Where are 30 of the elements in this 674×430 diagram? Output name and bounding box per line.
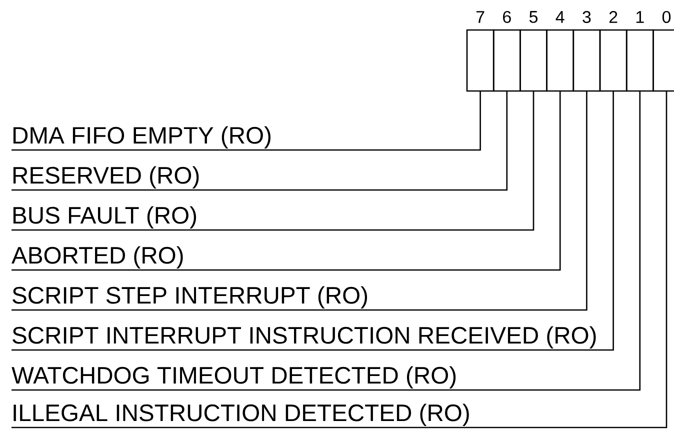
leader-line <box>12 91 561 271</box>
register-cell <box>492 29 521 92</box>
field-label: ILLEGAL INSTRUCTION DETECTED (RO) <box>14 404 469 426</box>
register-cell <box>546 29 574 92</box>
field-label: DMA FIFO EMPTY (RO) <box>13 126 270 148</box>
register-cell <box>626 29 654 92</box>
register-cell <box>599 29 628 92</box>
register-cell <box>572 29 601 92</box>
leader-line <box>12 91 508 191</box>
bit-number: 3 <box>582 10 591 24</box>
field-label: RESERVED (RO) <box>13 166 199 188</box>
leader-line <box>12 91 614 351</box>
field-label: SCRIPT INTERRUPT INSTRUCTION RECEIVED (RO) <box>12 326 596 348</box>
leader-line <box>12 91 534 231</box>
bit-number: 0 <box>662 10 671 24</box>
bit-number: 6 <box>503 10 511 24</box>
field-label: SCRIPT STEP INTERRUPT (RO) <box>12 286 368 308</box>
register-cell <box>466 29 494 92</box>
bit-number: 4 <box>556 11 564 23</box>
register-cell <box>520 29 548 92</box>
bit-number: 5 <box>529 11 538 23</box>
field-label: BUS FAULT (RO) <box>13 206 196 228</box>
field-label: WATCHDOG TIMEOUT DETECTED (RO) <box>12 366 456 388</box>
bit-number: 1 <box>636 11 644 23</box>
bit-number: 7 <box>476 11 484 23</box>
field-label: ABORTED (RO) <box>12 246 183 268</box>
register-cell <box>652 29 674 92</box>
leader-line <box>12 91 588 311</box>
bit-number: 2 <box>609 11 618 23</box>
leader-line <box>12 91 481 151</box>
